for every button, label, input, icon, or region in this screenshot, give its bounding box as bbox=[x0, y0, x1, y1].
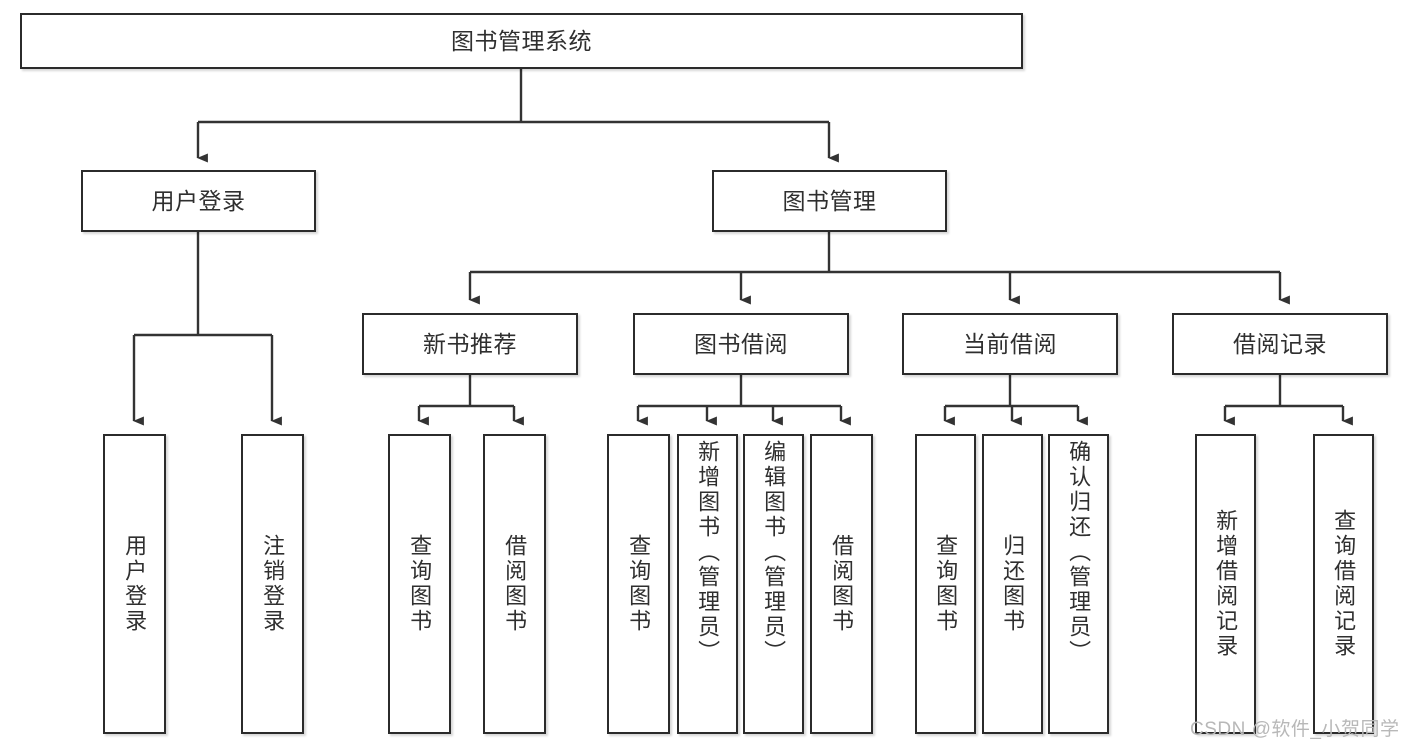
node-root-label: 图书管理系统 bbox=[451, 27, 592, 54]
node-book-manage-label: 图书管理 bbox=[782, 187, 877, 214]
node-book-manage[interactable]: 图书管理 bbox=[712, 170, 947, 232]
node-leaf-query-book-current[interactable]: 查询图书 bbox=[915, 434, 976, 734]
node-user-login-label: 用户登录 bbox=[151, 187, 246, 214]
node-leaf-borrow-book-recommend-label: 借阅图书 bbox=[502, 534, 528, 634]
node-new-book-recommend[interactable]: 新书推荐 bbox=[362, 313, 578, 375]
node-new-book-recommend-label: 新书推荐 bbox=[423, 330, 517, 357]
node-book-borrow-label: 图书借阅 bbox=[694, 330, 788, 357]
node-leaf-query-book-recommend[interactable]: 查询图书 bbox=[388, 434, 451, 734]
node-leaf-edit-book-admin[interactable]: 编辑图书（管理员） bbox=[743, 434, 804, 734]
node-leaf-query-book-current-label: 查询图书 bbox=[933, 534, 959, 634]
node-leaf-borrow-book-recommend[interactable]: 借阅图书 bbox=[483, 434, 546, 734]
node-borrow-record[interactable]: 借阅记录 bbox=[1172, 313, 1388, 375]
node-leaf-add-borrow-record-label: 新增借阅记录 bbox=[1213, 509, 1239, 659]
node-leaf-logout-label: 注销登录 bbox=[260, 534, 286, 634]
node-leaf-confirm-return-admin[interactable]: 确认归还（管理员） bbox=[1048, 434, 1109, 734]
node-leaf-add-borrow-record[interactable]: 新增借阅记录 bbox=[1195, 434, 1256, 734]
node-borrow-record-label: 借阅记录 bbox=[1233, 330, 1327, 357]
node-leaf-query-book-recommend-label: 查询图书 bbox=[407, 534, 433, 634]
node-leaf-confirm-return-admin-label: 确认归还（管理员） bbox=[1066, 440, 1092, 665]
node-leaf-query-borrow-record-label: 查询借阅记录 bbox=[1331, 509, 1357, 659]
node-leaf-edit-book-admin-label: 编辑图书（管理员） bbox=[761, 440, 787, 665]
node-leaf-logout[interactable]: 注销登录 bbox=[241, 434, 304, 734]
watermark-text: CSDN @软件_小贺同学 bbox=[1190, 719, 1400, 740]
node-book-borrow[interactable]: 图书借阅 bbox=[633, 313, 849, 375]
node-current-borrow-label: 当前借阅 bbox=[963, 330, 1057, 357]
node-leaf-add-book-admin-label: 新增图书（管理员） bbox=[695, 440, 721, 665]
node-leaf-add-book-admin[interactable]: 新增图书（管理员） bbox=[677, 434, 738, 734]
node-leaf-query-book-borrow[interactable]: 查询图书 bbox=[607, 434, 670, 734]
node-leaf-user-login-label: 用户登录 bbox=[122, 534, 148, 634]
node-leaf-borrow-book-borrow-label: 借阅图书 bbox=[829, 534, 855, 634]
node-leaf-borrow-book-borrow[interactable]: 借阅图书 bbox=[810, 434, 873, 734]
node-leaf-query-book-borrow-label: 查询图书 bbox=[626, 534, 652, 634]
node-user-login[interactable]: 用户登录 bbox=[81, 170, 316, 232]
node-leaf-return-book[interactable]: 归还图书 bbox=[982, 434, 1043, 734]
node-current-borrow[interactable]: 当前借阅 bbox=[902, 313, 1118, 375]
node-leaf-return-book-label: 归还图书 bbox=[1000, 534, 1026, 634]
node-root-system[interactable]: 图书管理系统 bbox=[20, 13, 1023, 69]
node-leaf-user-login[interactable]: 用户登录 bbox=[103, 434, 166, 734]
node-leaf-query-borrow-record[interactable]: 查询借阅记录 bbox=[1313, 434, 1374, 734]
